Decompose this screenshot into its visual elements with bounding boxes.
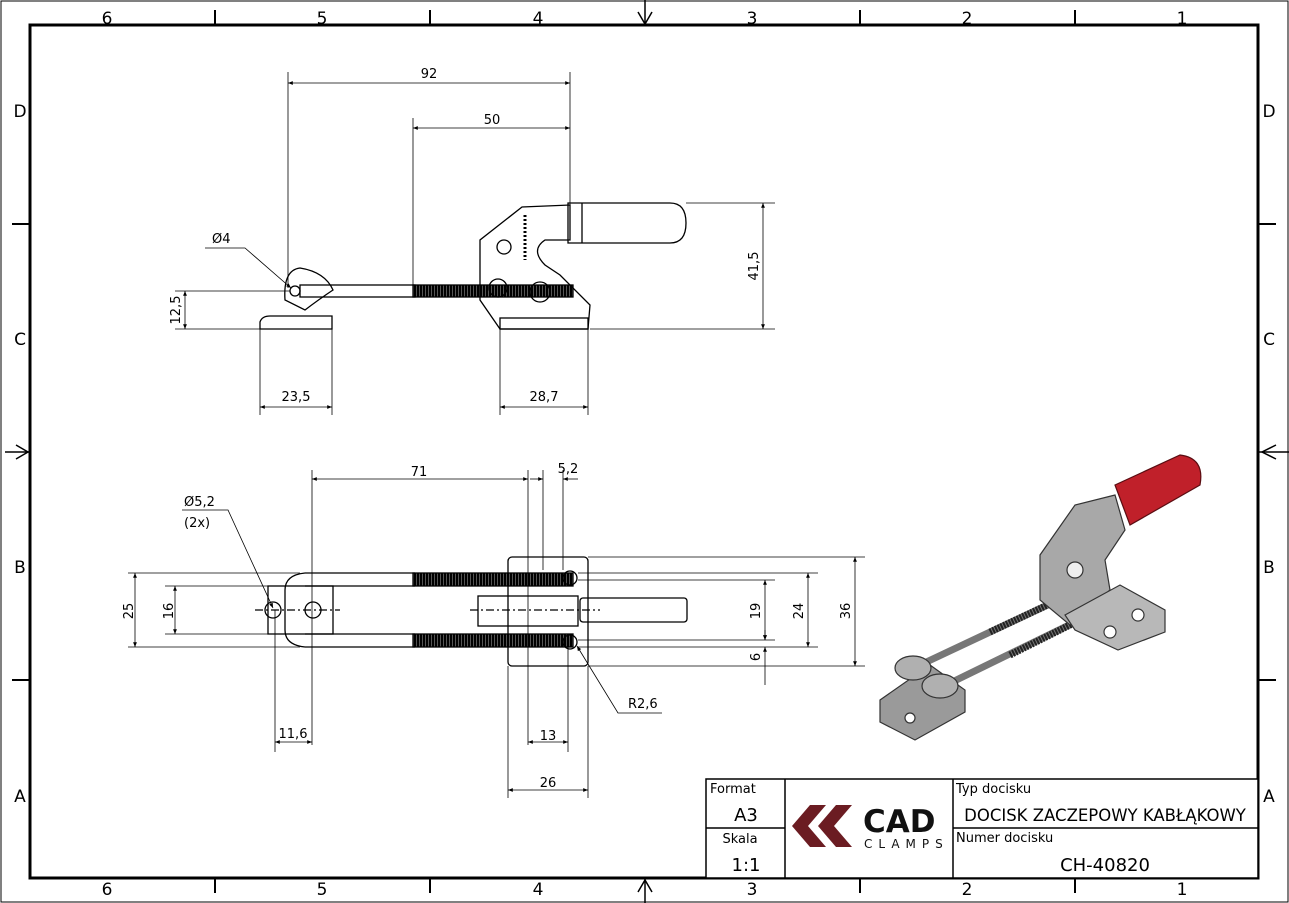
top-view-dimension-lines [128,470,865,798]
side-view-dimension-lines [175,72,775,415]
dim-71: 71 [411,465,428,480]
iso-hook-loop [921,673,959,699]
col-4-top: 4 [533,9,544,29]
cad-clamps-logo: CAD CLAMPS [792,804,949,851]
dim-11-6: 11,6 [279,727,308,742]
col-3-bottom: 3 [747,880,758,900]
dim-hole-4: Ø4 [212,232,231,247]
col-6-bottom: 6 [102,880,113,900]
row-a-left: A [14,787,26,807]
side-view: 92 50 41,5 12,5 23,5 28,7 Ø4 [169,67,775,415]
side-view-geometry [259,202,687,330]
center-marks [5,0,1289,903]
dim-50: 50 [484,113,501,128]
format-label: Format [710,782,756,797]
col-5-top: 5 [317,9,328,29]
dim-6: 6 [749,653,764,661]
col-2-bottom: 2 [962,880,973,900]
col-1-bottom: 1 [1177,880,1188,900]
iso-hook-loop [894,655,932,681]
col-4-bottom: 4 [533,880,544,900]
iso-handle-grip [1114,454,1202,526]
top-view: 71 5,2 25 16 19 24 36 6 11,6 13 26 Ø5,2 … [122,462,865,798]
logo-sub-text: CLAMPS [864,837,949,851]
dim-13: 13 [540,729,557,744]
dim-25: 25 [122,603,137,620]
top-view-geometry [255,556,688,667]
title-block: Format A3 Skala 1:1 CAD CLAMPS Typ docis… [705,778,1259,879]
col-2-top: 2 [962,9,973,29]
row-b-left: B [14,558,26,578]
row-b-right: B [1263,558,1275,578]
zone-labels: 6 5 4 3 2 1 6 5 4 3 2 1 D C B A D C B A [13,9,1275,900]
dim-radius-2-6: R2,6 [628,697,658,712]
dim-92: 92 [421,67,438,82]
row-c-right: C [1263,330,1275,350]
type-value: DOCISK ZACZEPOWY KABŁĄKOWY [964,806,1247,825]
number-label: Numer docisku [956,831,1053,846]
type-label: Typ docisku [955,782,1031,797]
row-a-right: A [1263,787,1275,807]
col-6-top: 6 [102,9,113,29]
iso-base-plate [1064,584,1166,651]
number-value: CH-40820 [1060,855,1150,876]
row-d-left: D [13,102,26,122]
dim-19: 19 [749,603,764,620]
row-d-right: D [1262,102,1275,122]
dim-26: 26 [540,776,557,791]
dim-41-5: 41,5 [747,252,762,281]
scale-value: 1:1 [732,855,761,876]
row-c-left: C [14,330,26,350]
col-1-top: 1 [1177,9,1188,29]
isometric-view [879,454,1202,741]
dim-23-5: 23,5 [282,390,311,405]
dim-hole-5-2: Ø5,2 [184,495,215,510]
logo-main-text: CAD [863,804,935,840]
dim-16: 16 [162,603,177,620]
dim-12-5: 12,5 [169,296,184,325]
col-3-top: 3 [747,9,758,29]
dim-28-7: 28,7 [530,390,559,405]
dim-36: 36 [839,603,854,620]
dim-hole-count: (2x) [184,516,210,531]
dim-5-2: 5,2 [558,462,579,477]
col-5-bottom: 5 [317,880,328,900]
scale-label: Skala [722,832,757,847]
dim-24: 24 [792,603,807,620]
format-value: A3 [734,805,758,826]
